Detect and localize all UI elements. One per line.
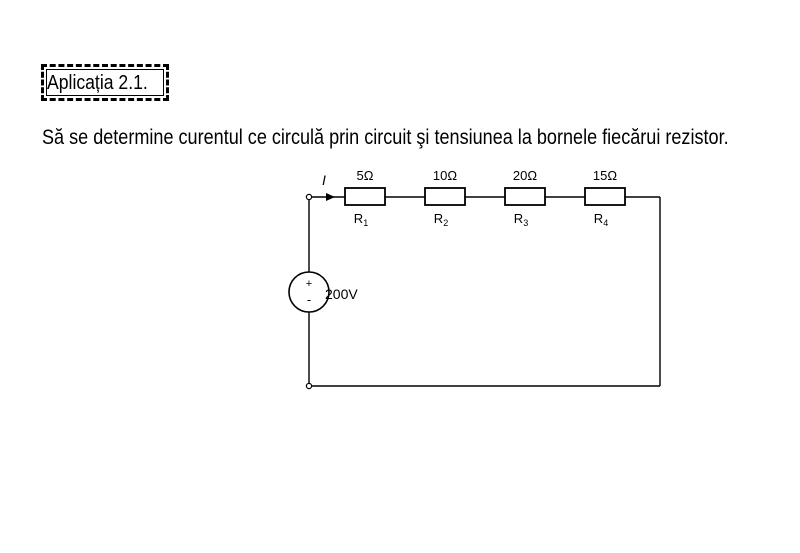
current-arrow-icon bbox=[326, 193, 335, 201]
resistor-r3-name: R bbox=[514, 211, 523, 226]
resistor-r2-body bbox=[424, 187, 466, 206]
resistor-r1-subscript: 1 bbox=[363, 218, 368, 228]
heading-title: Aplicația 2.1. bbox=[47, 72, 148, 94]
resistor-r2-label: R2 bbox=[434, 211, 448, 228]
resistor-r4-value: 15Ω bbox=[593, 168, 617, 183]
resistor-r4-name: R bbox=[594, 211, 603, 226]
problem-statement: Să se determine curentul ce circulă prin… bbox=[42, 126, 729, 149]
resistor-r1-label: R1 bbox=[354, 211, 368, 228]
resistor-r3-body bbox=[504, 187, 546, 206]
resistor-r2-value: 10Ω bbox=[433, 168, 457, 183]
terminal-top-icon bbox=[305, 193, 313, 201]
resistor-r3-subscript: 3 bbox=[523, 218, 528, 228]
resistor-r4-body bbox=[584, 187, 626, 206]
resistor-r2-name: R bbox=[434, 211, 443, 226]
source-voltage-label: 200V bbox=[325, 286, 358, 302]
source-plus-sign: + bbox=[306, 278, 312, 290]
resistor-r4-subscript: 4 bbox=[603, 218, 608, 228]
resistor-r3-value: 20Ω bbox=[513, 168, 537, 183]
resistor-r1-body bbox=[344, 187, 386, 206]
source-minus-sign: - bbox=[307, 292, 311, 307]
resistor-r1-name: R bbox=[354, 211, 363, 226]
voltage-source-icon bbox=[288, 271, 330, 313]
terminal-bottom-icon bbox=[305, 382, 313, 390]
resistor-r3-label: R3 bbox=[514, 211, 528, 228]
current-label: I bbox=[322, 172, 326, 188]
resistor-r2-subscript: 2 bbox=[443, 218, 448, 228]
resistor-r4-label: R4 bbox=[594, 211, 608, 228]
heading-box: Aplicația 2.1. bbox=[41, 64, 169, 101]
resistor-r1-value: 5Ω bbox=[357, 168, 374, 183]
